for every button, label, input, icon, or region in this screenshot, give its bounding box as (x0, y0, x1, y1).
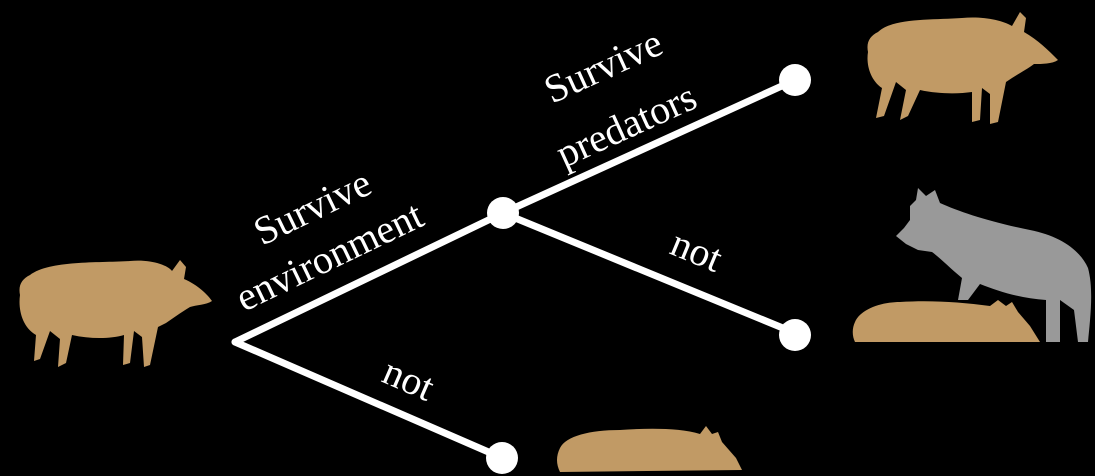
branch-survive-environment (231, 209, 507, 346)
dead-elk-calf-icon (557, 426, 742, 472)
wolf-icon (896, 188, 1092, 342)
elk-calf-standing-icon (867, 12, 1058, 124)
node-environment-outcome (487, 197, 519, 229)
branch-not-predators (499, 209, 799, 337)
elk-calf-standing-icon (19, 260, 213, 367)
dead-elk-icon (852, 300, 1040, 342)
branch-survive-predators (499, 76, 799, 217)
wolf-over-dead-elk-icon (852, 188, 1092, 342)
branch-not-environment (231, 338, 504, 461)
node-died-environment (486, 442, 518, 474)
node-killed-by-predator (779, 319, 811, 351)
node-survived (779, 64, 811, 96)
